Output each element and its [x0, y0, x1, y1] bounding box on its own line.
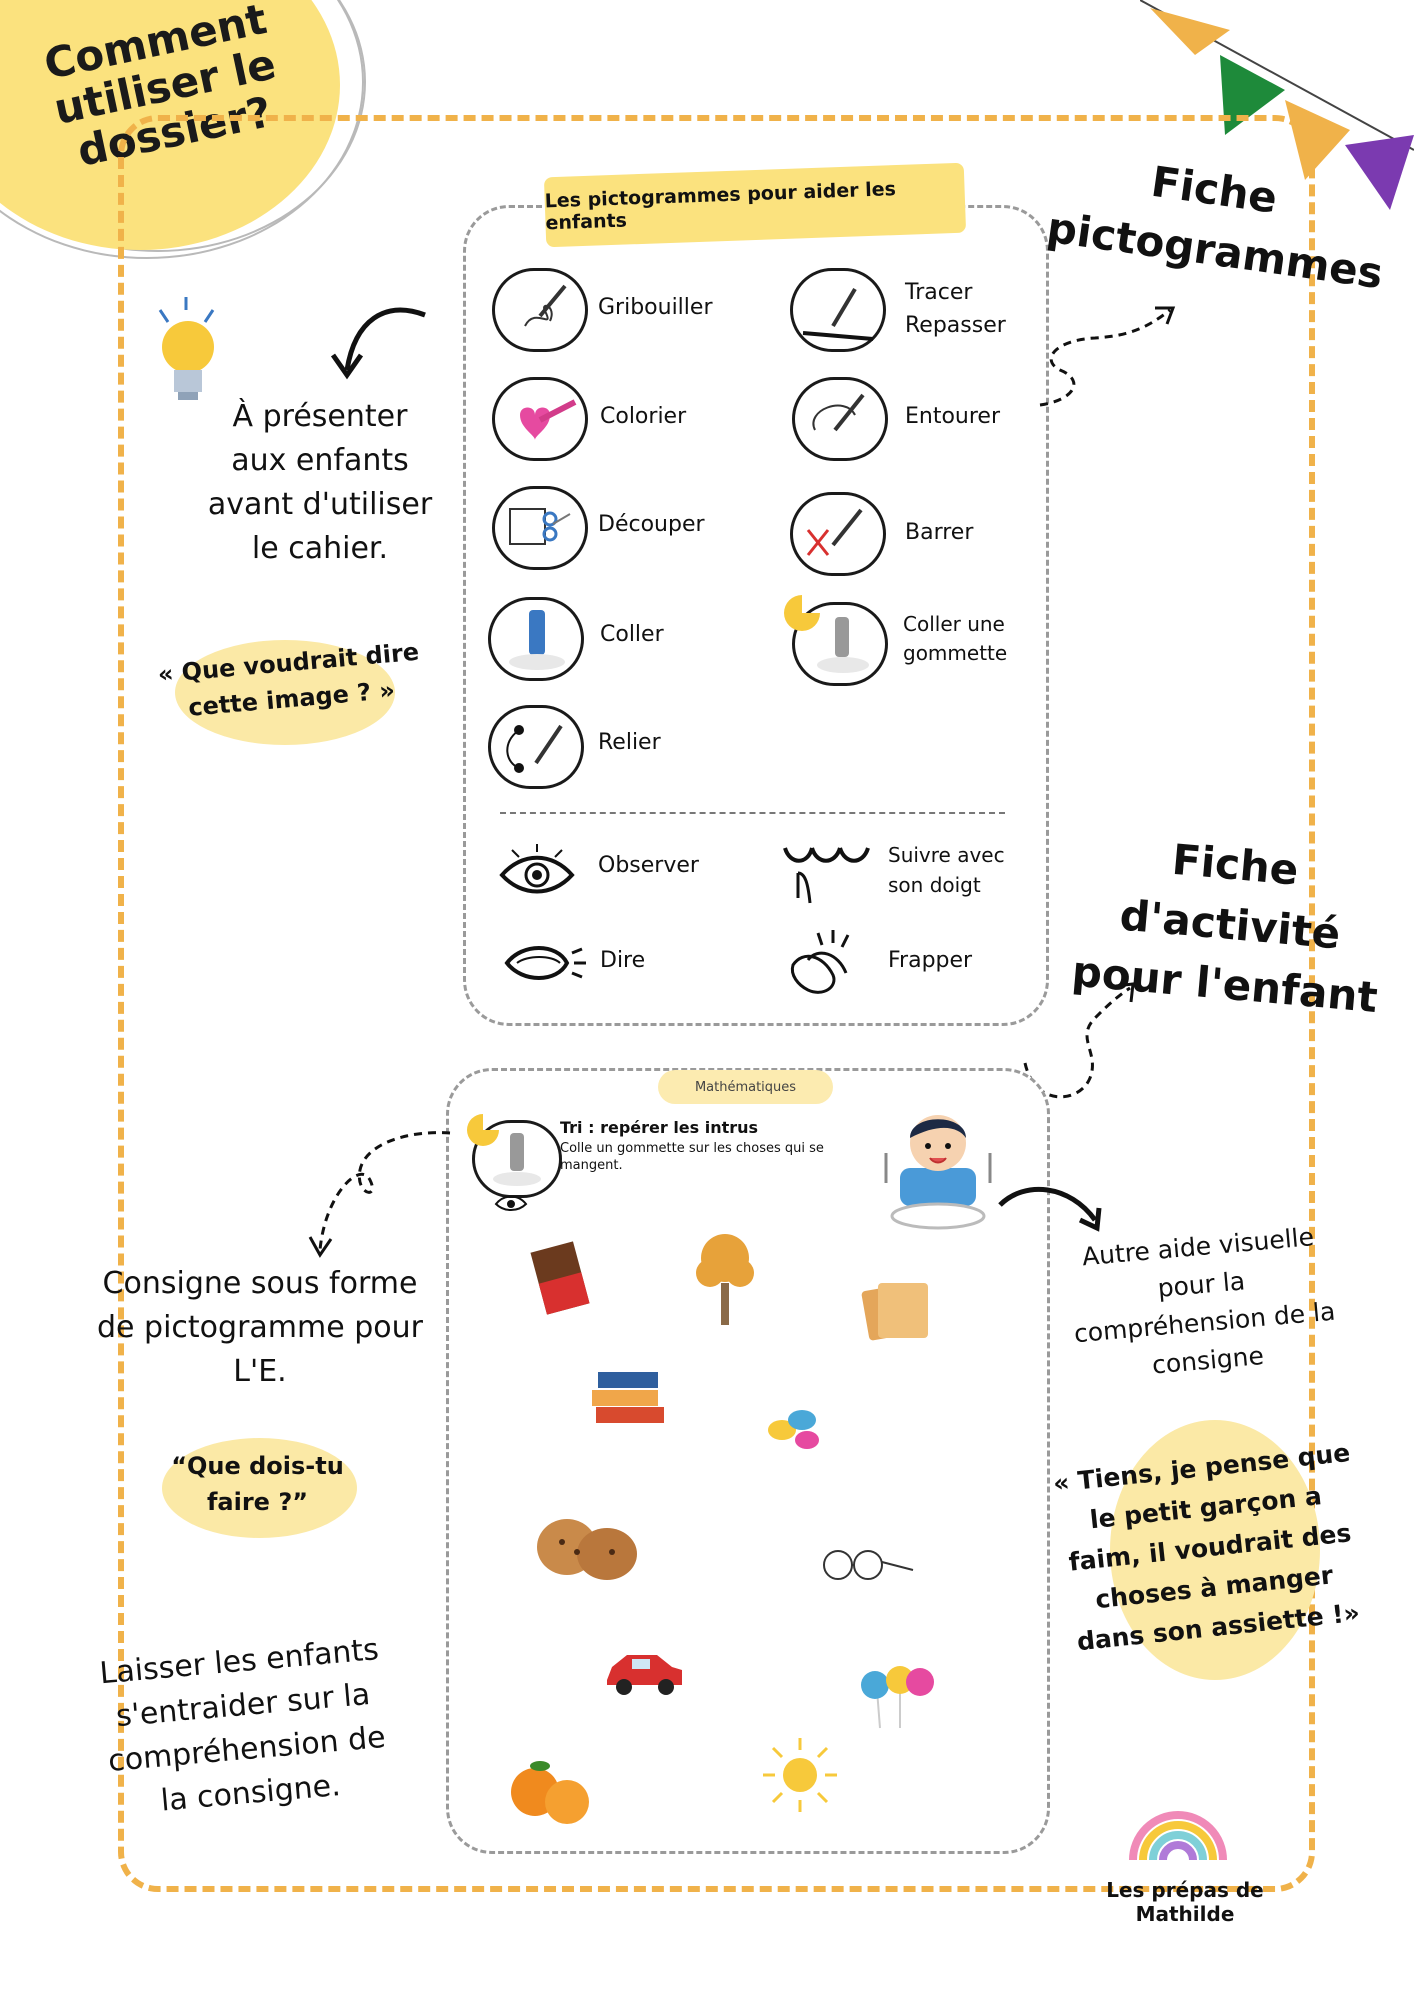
small-eye-icon: [494, 1195, 528, 1211]
picto-label-suivre: Suivre avec son doigt: [888, 843, 1005, 897]
curved-arrow-icon: [330, 307, 426, 380]
pictogram-header: Les pictogrammes pour aider les enfants: [543, 162, 967, 248]
quote-image-blob: [175, 640, 395, 745]
cracker-icon: [861, 1283, 928, 1341]
eye-icon: [499, 844, 575, 894]
link-icon: [488, 705, 584, 789]
boy-plate-icon: [884, 1115, 992, 1230]
picto-label-decouper: Découper: [598, 512, 705, 537]
circle-around-icon: [792, 377, 888, 461]
trace-icon: [790, 268, 886, 352]
mouth-icon: [504, 946, 586, 980]
pictogram-divider: [500, 812, 1005, 814]
lightbulb-icon: [158, 297, 215, 400]
bunting-decoration: [1140, 0, 1414, 210]
lollipop-icon: [861, 1666, 934, 1729]
dashed-loop-arrow-icon: [308, 1131, 451, 1258]
car-icon: [607, 1655, 682, 1695]
rainbow-logo: [1129, 1811, 1227, 1861]
sticker-instruction-icon: [472, 1120, 562, 1198]
flag-orange-1: [1150, 8, 1230, 55]
picto-label-frapper: Frapper: [888, 948, 973, 973]
color-icon: [492, 377, 588, 461]
cookies-icon: [537, 1519, 637, 1580]
present-note: À présenter aux enfants avant d'utiliser…: [207, 399, 433, 566]
picto-label-coller: Coller: [600, 622, 664, 647]
picto-label-gribouiller: Gribouiller: [598, 295, 713, 320]
glasses-icon: [823, 1550, 914, 1580]
picto-label-colorier: Colorier: [600, 404, 687, 429]
sticker-instruction-dot-icon: [467, 1114, 499, 1146]
books-icon: [592, 1372, 664, 1423]
dashed-arrow-up-icon: [1023, 982, 1135, 1099]
clap-icon: [790, 930, 850, 994]
quote-tiens-blob: [1110, 1420, 1320, 1680]
outer-frame: [118, 115, 1315, 1892]
task-title: Tri : repérer les intrus: [560, 1118, 759, 1137]
quote-tiens: « Tiens, je pense que le petit garçon a …: [1051, 1437, 1362, 1657]
candy-icon: [768, 1410, 819, 1449]
autre-aide-note: Autre aide visuelle pour la compréhensio…: [1072, 1222, 1337, 1380]
cross-out-icon: [790, 492, 886, 576]
picto-label-barrer: Barrer: [905, 520, 974, 545]
picto-label-observer: Observer: [598, 853, 699, 878]
task-text: Colle un gommette sur les choses qui se …: [560, 1141, 824, 1173]
black-curved-arrow-icon: [998, 1186, 1102, 1232]
quote-faire: “Que dois-tu faire ?”: [171, 1452, 344, 1516]
chocolate-icon: [530, 1241, 590, 1315]
picto-label-tracer: Tracer Repasser: [905, 280, 1006, 338]
consigne-note: Consigne sous forme de pictogramme pour …: [97, 1266, 423, 1389]
finger-follow-icon: [783, 847, 870, 904]
glue-icon: [488, 597, 584, 681]
laisser-note: Laisser les enfants s'entraider sur la c…: [98, 1632, 387, 1819]
flag-orange-2: [1285, 100, 1350, 180]
sticker-dot-icon: [784, 595, 820, 631]
tree-icon: [696, 1234, 754, 1325]
scribble-icon: [492, 268, 588, 352]
subject-tag: Mathématiques: [658, 1070, 833, 1104]
scissors-icon: [492, 486, 588, 570]
picto-label-entourer: Entourer: [905, 404, 1001, 429]
brand-name: Les prépas de Mathilde: [1106, 1878, 1264, 1926]
picto-label-gommette: Coller une gommette: [903, 612, 1008, 665]
picto-label-relier: Relier: [598, 730, 661, 755]
dashed-arrow-icon: [1039, 306, 1176, 407]
sun-icon: [763, 1738, 837, 1812]
mandarin-icon: [511, 1761, 589, 1824]
picto-label-dire: Dire: [600, 948, 646, 973]
flag-purple: [1345, 135, 1414, 210]
quote-faire-blob: [162, 1438, 357, 1538]
